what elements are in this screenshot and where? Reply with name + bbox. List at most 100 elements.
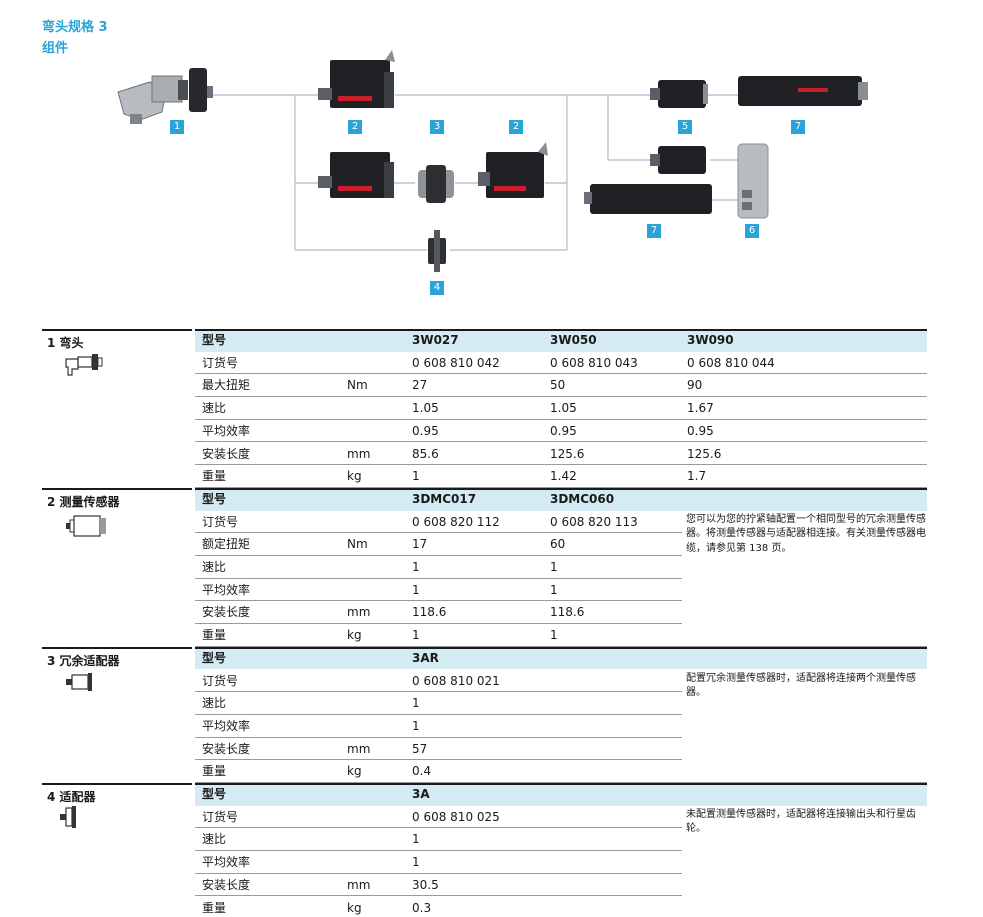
spec-row: 订货号 0 608 810 021 <box>42 670 927 693</box>
redundant-adapter-image <box>418 165 454 203</box>
spec-unit: mm <box>347 605 371 620</box>
model-name: 3AR <box>412 650 439 665</box>
badge-7a: 7 <box>791 120 805 134</box>
head-label: 型号 <box>202 787 227 801</box>
section-head-row: 型号 3A <box>42 783 927 806</box>
angle-head-image <box>117 68 213 124</box>
spec-value: 0.95 <box>412 423 439 438</box>
redundant-adapter-icon <box>64 671 96 696</box>
spec-label: 速比 <box>202 832 227 847</box>
spec-value: 1 <box>412 855 420 870</box>
spec-value: 0 608 810 021 <box>412 673 500 688</box>
spec-row: 订货号 0 608 810 025 <box>42 806 927 829</box>
spec-value: 1 <box>550 628 558 643</box>
spec-unit: kg <box>347 764 362 779</box>
head-label: 型号 <box>202 650 227 665</box>
spec-unit: mm <box>347 741 371 756</box>
spec-label: 重量 <box>202 469 227 484</box>
spec-value: 0 608 810 042 <box>412 355 500 370</box>
spec-value: 57 <box>412 741 428 756</box>
spec-label: 安装长度 <box>202 446 251 461</box>
spec-unit: Nm <box>347 537 368 552</box>
badge-5: 5 <box>678 120 692 134</box>
spec-value: 1 <box>550 560 558 574</box>
measuring-transducer-right-image <box>478 142 548 198</box>
spec-value: 50 <box>550 378 566 393</box>
spec-value: 60 <box>550 537 566 552</box>
section-note: 配置冗余测量传感器时，适配器将连接两个测量传感器。 <box>686 672 916 699</box>
page-title: 弯头规格 3 <box>42 20 108 35</box>
spec-row: 安装长度 mm 118.6 118.6 <box>42 601 927 625</box>
spec-row: 速比 1 <box>42 692 927 715</box>
measuring-transducer-middle-image <box>318 152 394 198</box>
spec-value: 30.5 <box>412 877 439 892</box>
spec-value: 1.05 <box>412 401 439 416</box>
spec-value: 27 <box>412 378 428 393</box>
spec-unit: kg <box>347 900 362 915</box>
spec-value: 118.6 <box>412 605 447 620</box>
spec-label: 重量 <box>202 764 227 779</box>
spec-value: 1.67 <box>687 401 714 416</box>
spec-value: 1.05 <box>550 401 577 416</box>
spec-value: 0.3 <box>412 900 432 915</box>
spec-value: 0.95 <box>550 423 577 438</box>
spec-value: 0 608 810 025 <box>412 809 500 824</box>
adapter-image <box>428 230 446 272</box>
section-rule <box>42 783 192 785</box>
section-title: 2 测量传感器 <box>47 494 120 509</box>
spec-row: 订货号 0 608 820 112 0 608 820 113 <box>42 511 927 534</box>
head-label: 型号 <box>202 333 227 347</box>
spec-value: 1 <box>412 469 420 484</box>
spec-value: 90 <box>687 378 703 393</box>
motor-lower-image <box>650 146 706 174</box>
section-head-row: 型号 3AR <box>42 646 927 670</box>
spec-value: 118.6 <box>550 605 585 620</box>
spec-unit: kg <box>347 628 362 643</box>
spec-label: 速比 <box>202 696 227 711</box>
spec-value: 17 <box>412 537 428 552</box>
model-name: 3W027 <box>412 333 459 347</box>
badge-3: 3 <box>430 120 444 134</box>
spec-value: 1 <box>412 628 420 643</box>
badge-2b: 2 <box>509 120 523 134</box>
spec-value: 1.42 <box>550 469 577 484</box>
spec-value: 1.7 <box>687 469 707 484</box>
model-name: 3A <box>412 787 430 801</box>
model-name: 3DMC060 <box>550 491 615 506</box>
spec-unit: kg <box>347 469 362 484</box>
spec-unit: mm <box>347 446 371 461</box>
section-rule <box>42 487 192 490</box>
spec-label: 订货号 <box>202 809 239 824</box>
spec-value: 0 608 820 113 <box>550 514 638 529</box>
motor-top-image <box>650 80 708 108</box>
badge-6: 6 <box>745 224 759 238</box>
spec-row: 重量 kg 1 1.42 1.7 <box>42 465 927 488</box>
spec-value: 0 608 820 112 <box>412 514 500 529</box>
section-rule <box>42 329 192 331</box>
spec-label: 安装长度 <box>202 605 251 620</box>
badge-7b: 7 <box>647 224 661 238</box>
spec-value: 85.6 <box>412 446 439 461</box>
spec-label: 平均效率 <box>202 423 251 438</box>
angle-head-icon <box>62 353 106 380</box>
section-note: 未配置测量传感器时，适配器将连接输出头和行星齿轮。 <box>686 808 916 835</box>
spec-value: 0.95 <box>687 423 714 438</box>
spec-unit: Nm <box>347 378 368 393</box>
section-title: 1 弯头 <box>47 336 84 350</box>
spec-label: 订货号 <box>202 673 239 688</box>
spec-value: 125.6 <box>687 446 722 461</box>
spec-label: 订货号 <box>202 514 239 529</box>
spec-value: 1 <box>412 696 420 711</box>
